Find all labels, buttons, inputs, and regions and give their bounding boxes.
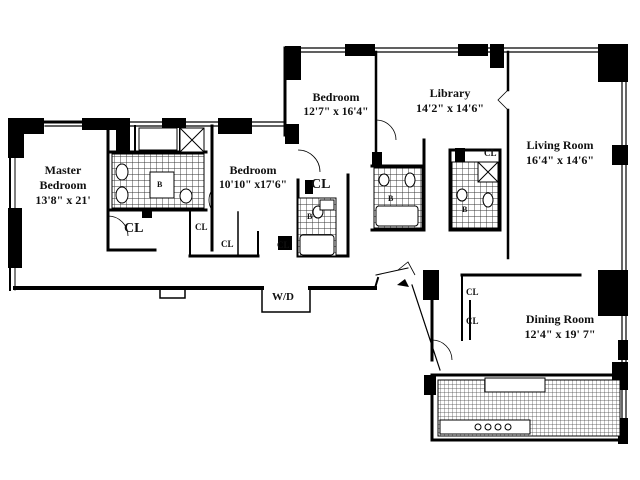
dining-room-label: Dining Room 12'4" x 19' 7": [505, 312, 615, 342]
kitchen: [437, 377, 621, 437]
structural-columns: [8, 44, 628, 444]
bath-marker-bedroom1: B: [307, 212, 313, 221]
master-bedroom-label: Master Bedroom 13'8" x 21': [18, 163, 108, 208]
closet-label-master: CL: [124, 221, 144, 236]
closet-label-small-4: CL: [484, 148, 497, 158]
closet-label-small-3: CL: [277, 240, 290, 250]
closet-label-small-1: CL: [195, 222, 208, 232]
library-dims: 14'2" x 14'6": [416, 101, 484, 115]
library-label: Library 14'2" x 14'6": [400, 86, 500, 116]
dining-room-name: Dining Room: [525, 312, 595, 326]
library-name: Library: [429, 86, 471, 100]
master-bedroom-name-1: Master: [44, 163, 82, 177]
bath-bedroom1: [297, 197, 337, 257]
closet-label-small-5: CL: [466, 287, 479, 297]
walls: [8, 46, 628, 442]
living-room-name: Living Room: [526, 138, 594, 152]
doors: [107, 89, 509, 361]
entry-arrow-icon: [397, 279, 409, 287]
bath-marker-living: B: [462, 205, 468, 214]
bedroom-1-dims: 12'7" x 16'4": [303, 106, 369, 118]
bedroom-1-name: Bedroom: [312, 90, 360, 104]
closet-label-bedroom1: CL: [311, 177, 331, 192]
bath-master: [111, 127, 205, 209]
bath-marker-library: B: [388, 194, 394, 203]
bath-living: [451, 161, 499, 229]
bedroom-2-name: Bedroom: [229, 163, 277, 177]
bath-library: [373, 167, 423, 229]
bath-marker-master: B: [157, 180, 163, 189]
washer-dryer-label: W/D: [272, 291, 294, 303]
living-room-dims: 16'4" x 14'6": [526, 153, 594, 167]
bedroom-2-dims: 10'10" x17'6": [218, 179, 288, 191]
closet-label-small-6: CL: [466, 316, 479, 326]
closet-label-small-2: CL: [221, 239, 234, 249]
bedroom-1-label: Bedroom 12'7" x 16'4": [296, 90, 376, 120]
master-bedroom-name-2: Bedroom: [39, 178, 87, 192]
living-room-label: Living Room 16'4" x 14'6": [510, 138, 610, 168]
dining-room-dims: 12'4" x 19' 7": [524, 327, 596, 341]
bedroom-2-label: Bedroom 10'10" x17'6": [208, 163, 298, 193]
master-bedroom-dims: 13'8" x 21': [35, 193, 91, 207]
